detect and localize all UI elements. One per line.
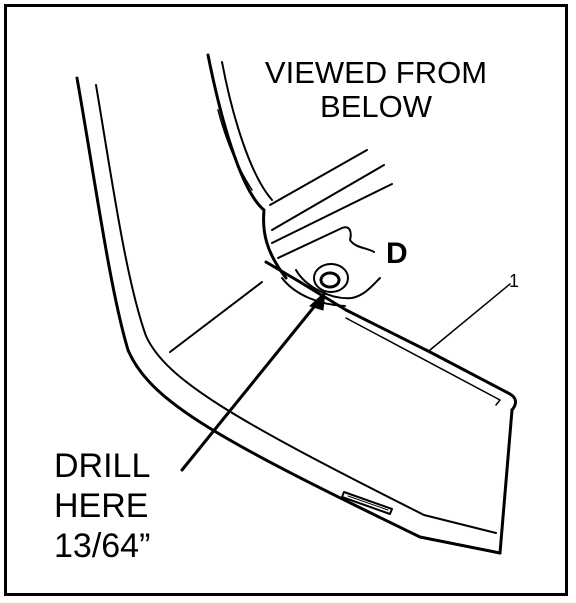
drill-hole (319, 271, 341, 289)
callout-d: D (386, 237, 408, 270)
hole-tab (264, 260, 348, 312)
plate-right-edge (498, 408, 514, 555)
shelf-line-2 (271, 164, 385, 231)
drill-line1: DRILL (54, 447, 151, 485)
callout-1-leader (429, 283, 511, 351)
shelf-line-1 (269, 149, 368, 206)
plate-slot (341, 491, 393, 515)
view-label: VIEWED FROM BELOW (226, 56, 526, 124)
upright-wall-outer (206, 53, 288, 280)
plate-slot-inner (347, 495, 389, 511)
view-label-line1: VIEWED FROM (264, 55, 488, 90)
bracket-outer-edge (75, 76, 502, 555)
shelf-line-4 (277, 226, 375, 259)
hole-tab-lower (281, 277, 346, 307)
drill-leader-line (180, 300, 320, 472)
drill-instruction: DRILL HERE 13/64” (54, 446, 150, 566)
hole-tab-bottom (295, 269, 381, 300)
shelf-line-3 (271, 183, 393, 244)
bracket-inner-edge (95, 84, 497, 534)
plate-top-edge (344, 308, 517, 412)
upright-wall-mid (217, 109, 253, 191)
drill-arrow-head (309, 290, 326, 311)
drill-hole-boss (313, 263, 349, 293)
drill-line2: HERE (54, 487, 149, 525)
view-label-line2: BELOW (320, 89, 432, 124)
fold-line (169, 281, 263, 353)
callout-1: 1 (509, 271, 520, 291)
plate-inner-edge (345, 317, 501, 406)
upright-wall-inner (221, 61, 273, 201)
drill-line3: 13/64” (54, 527, 151, 565)
